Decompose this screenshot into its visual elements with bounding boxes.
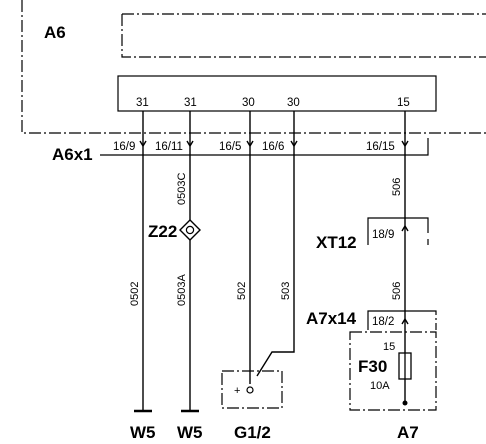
connector-arrow-16-9	[139, 140, 147, 148]
a6x1-pin-16-9: 16/9	[113, 141, 135, 153]
f30-junction-dot	[402, 400, 408, 406]
a7-module-outline	[349, 331, 437, 411]
a7-label: A7	[397, 423, 419, 442]
a7x14-connector-strip	[367, 310, 428, 330]
f30-label: F30	[358, 357, 387, 376]
z22-label: Z22	[148, 222, 177, 241]
connector-arrow-16-6	[290, 140, 298, 148]
a6-pin-30a: 30	[242, 97, 255, 109]
wire-label-0502: 0502	[129, 282, 141, 306]
xt12-pin-18-9: 18/9	[372, 229, 394, 241]
a6-pin-30b: 30	[287, 97, 300, 109]
xt12-label: XT12	[316, 233, 357, 252]
a6-pin-31a: 31	[136, 97, 149, 109]
connector-arrow-16-5	[246, 140, 254, 148]
z22-splice-icon	[179, 219, 201, 241]
a6-connector-box	[117, 75, 437, 112]
a7x14-strip-dash	[428, 310, 437, 330]
ground-label-w5-1: W5	[130, 423, 156, 442]
wire-label-506-a: 506	[391, 178, 403, 196]
wire-label-503: 503	[280, 282, 292, 300]
wire-label-0503c: 0503C	[176, 173, 188, 205]
g12-terminal	[246, 386, 254, 394]
a7x14-arrow	[401, 317, 409, 325]
wire-label-502: 502	[236, 282, 248, 300]
xt12-arrow	[401, 224, 409, 232]
wire-label-506-b: 506	[391, 282, 403, 300]
connector-arrow-16-15	[401, 140, 409, 148]
a6-pin-15: 15	[397, 97, 410, 109]
xt12-connector-box	[367, 217, 429, 245]
a6-module-outline	[21, 0, 486, 134]
a6x1-label: A6x1	[52, 145, 93, 164]
a6x1-pin-16-6: 16/6	[262, 141, 284, 153]
a6x1-pin-16-11: 16/11	[155, 141, 183, 153]
a6x1-connector-strip	[100, 138, 429, 156]
a7x14-label: A7x14	[306, 309, 357, 328]
g12-plus-label: +	[234, 385, 240, 397]
wire-503	[256, 111, 295, 377]
a6-subblock-outline	[121, 13, 486, 58]
f30-pin-15: 15	[383, 341, 395, 353]
a6-label: A6	[44, 23, 66, 42]
connector-arrow-16-11	[186, 140, 194, 148]
f30-rating: 10A	[370, 380, 390, 392]
a7x14-pin-18-2: 18/2	[372, 316, 394, 328]
a6x1-pin-16-15: 16/15	[366, 141, 395, 153]
a6-pin-31b: 31	[184, 97, 197, 109]
a6x1-pin-16-5: 16/5	[219, 141, 241, 153]
ground-label-w5-2: W5	[177, 423, 203, 442]
g12-label: G1/2	[234, 423, 271, 442]
g12-outline	[221, 370, 283, 409]
wire-label-0503a: 0503A	[176, 274, 188, 306]
